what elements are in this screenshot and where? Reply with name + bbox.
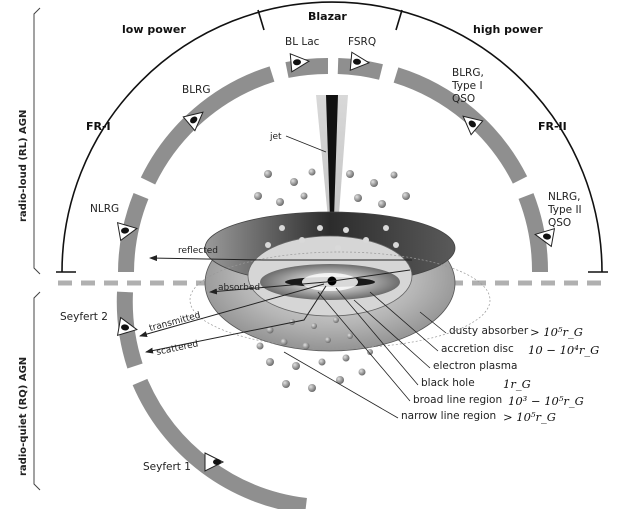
narrow-line-clouds-upper <box>254 168 410 208</box>
narrow-line-region-label: narrow line region <box>401 410 496 422</box>
transmitted-label: transmitted <box>148 311 202 334</box>
broad-line-region-label: broad line region <box>413 394 502 406</box>
low-power-label: low power <box>122 23 186 36</box>
arc-tick-left <box>257 9 265 31</box>
radio-loud-label: radio-loud (RL) AGN <box>18 110 29 222</box>
eye-icon-blrg <box>182 111 204 132</box>
eye-icon-seyfert2 <box>116 316 138 337</box>
blrg-label: BLRG <box>182 84 211 96</box>
fr1-label: FR-I <box>86 120 111 133</box>
blrg-type1-line1: BLRG, <box>452 67 484 79</box>
electron-plasma-label: electron plasma <box>433 360 517 372</box>
arc-tick-right <box>395 9 403 31</box>
absorbed-label: absorbed <box>218 283 260 293</box>
high-power-label: high power <box>473 23 543 36</box>
blrg-type1-line2: Type I <box>451 80 483 92</box>
jet-core <box>326 95 338 280</box>
eye-icon-blrg-type1 <box>462 115 484 136</box>
scattered-label: scattered <box>156 339 200 358</box>
nlrg-type2-line3: QSO <box>548 217 571 229</box>
accretion-disc-label: accretion disc <box>441 343 514 355</box>
accretion-disc-scale: 10 − 10⁴r_G <box>528 343 599 357</box>
eye-icon-nlrg-type2 <box>534 227 556 248</box>
black-hole-scale: 1r_G <box>503 377 531 391</box>
seyfert1-label: Seyfert 1 <box>143 461 191 473</box>
radio-quiet-bracket <box>33 291 41 491</box>
fr2-label: FR-II <box>538 120 567 133</box>
component-leaders <box>283 287 447 419</box>
nlrg-label: NLRG <box>90 203 119 215</box>
dusty-absorber-label: dusty absorber <box>449 325 529 337</box>
blazar-label: Blazar <box>308 10 347 23</box>
dotted-region <box>189 251 491 349</box>
dusty-torus <box>204 211 456 352</box>
seyfert2-label: Seyfert 2 <box>60 311 108 323</box>
blrg-type1-line3: QSO <box>452 93 475 105</box>
eye-icon-fsrq <box>349 51 371 71</box>
radio-quiet-label: radio-quiet (RQ) AGN <box>18 357 29 476</box>
eye-icon-nlrg <box>116 221 138 242</box>
fsrq-label: FSRQ <box>348 36 376 48</box>
eye-icon-seyfert1 <box>204 452 225 472</box>
jet-label: jet <box>269 132 282 142</box>
radio-loud-bracket <box>33 7 41 275</box>
narrow-line-region-scale: > 10⁵r_G <box>503 410 556 424</box>
black-hole-label: black hole <box>421 377 475 389</box>
nlrg-type2-line1: NLRG, <box>548 191 580 203</box>
eye-icon-bl-lac <box>289 53 311 73</box>
bl-lac-label: BL Lac <box>285 36 320 48</box>
jet-pointer <box>285 135 327 153</box>
reflected-label: reflected <box>178 246 218 256</box>
broad-line-clouds <box>265 225 399 251</box>
broad-line-region-scale: 10³ − 10⁵r_G <box>508 394 584 408</box>
rays <box>139 255 412 354</box>
outer-arc <box>61 1 603 273</box>
narrow-line-clouds-lower <box>256 317 373 392</box>
nlrg-type2-line2: Type II <box>547 204 582 216</box>
dusty-absorber-scale: > 10⁵r_G <box>530 325 583 339</box>
